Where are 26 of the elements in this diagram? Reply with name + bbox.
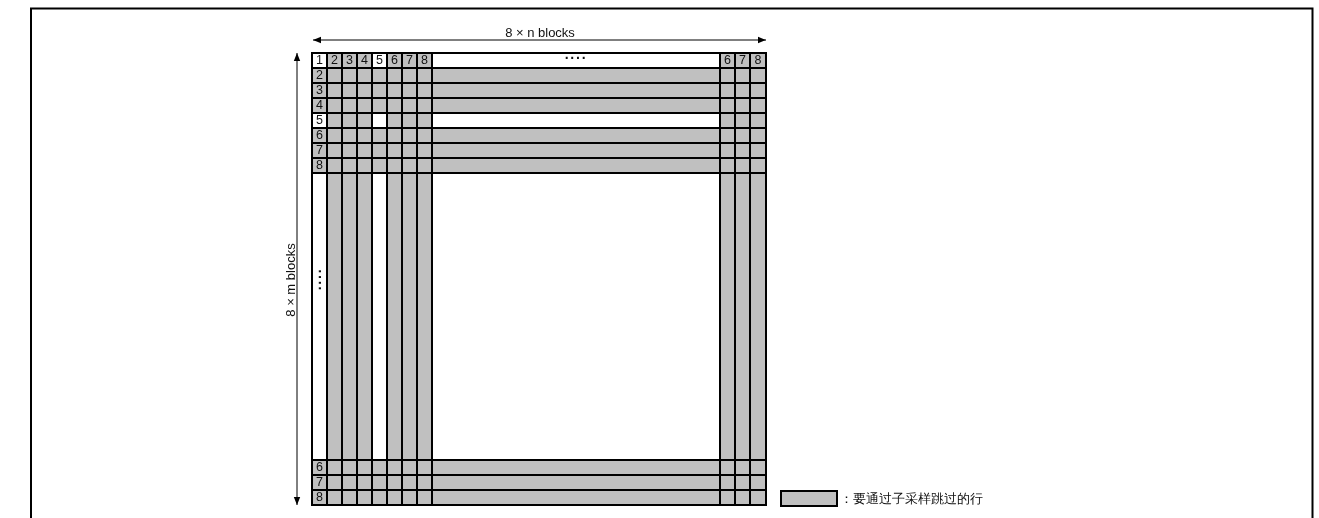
- grid-number: 4: [315, 98, 324, 113]
- dimension-label: 8 × m blocks: [282, 242, 298, 319]
- grid-number: 5: [315, 113, 324, 128]
- grid-number: 7: [738, 53, 747, 68]
- grid-number: 7: [405, 53, 414, 68]
- dimension-label: 8 × n blocks: [504, 24, 576, 40]
- grid-number: 1: [315, 53, 324, 68]
- ellipsis-dots: ····: [563, 53, 589, 63]
- grid-number: 6: [315, 460, 324, 475]
- grid-number: 3: [345, 53, 354, 68]
- grid-number: 7: [315, 475, 324, 490]
- grid-number: 8: [420, 53, 429, 68]
- grid-number: 5: [375, 53, 384, 68]
- grid-number: 8: [753, 53, 763, 68]
- grid-number: 6: [390, 53, 399, 68]
- grid-number: 2: [330, 53, 339, 68]
- grid-number: 2: [315, 68, 324, 83]
- grid-number: 7: [315, 143, 324, 158]
- grid-number: 8: [315, 158, 324, 173]
- grid-number: 3: [315, 83, 324, 98]
- grid-number: 8: [315, 490, 324, 505]
- ellipsis-dots: ····: [313, 266, 327, 293]
- grid-number: 4: [360, 53, 369, 68]
- legend-label: ：要通过子采样跳过的行: [840, 490, 983, 507]
- grid-number: 6: [315, 128, 324, 143]
- grid-number: 6: [723, 53, 732, 68]
